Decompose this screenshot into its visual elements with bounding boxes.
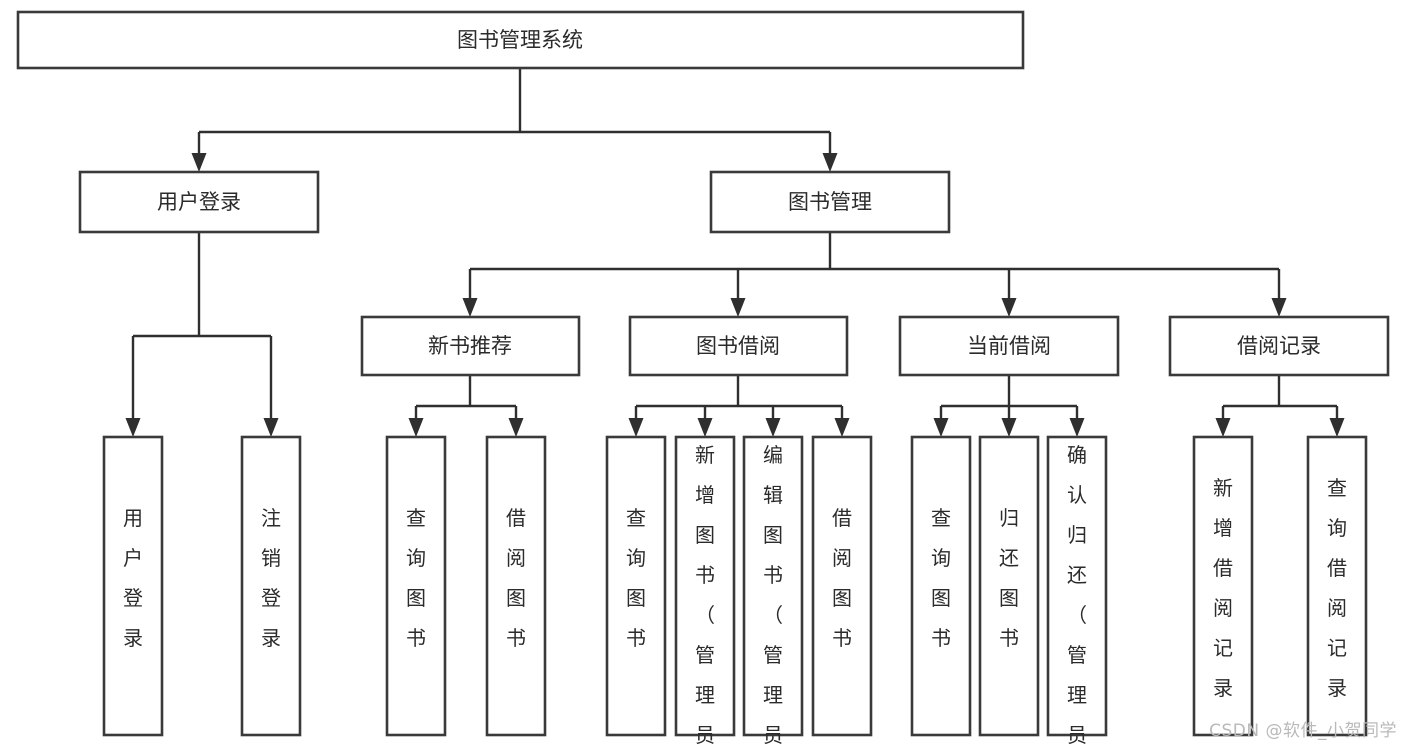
leaf-book-borrow-edit[interactable]: 编辑图书（管理员） [742, 435, 804, 747]
leaf-borrow-record-query[interactable]: 查询借阅记录 [1306, 435, 1368, 737]
leaf-book-borrow-add-label: 新增图书（管理员） [695, 443, 715, 747]
connector-group-user-login [125, 232, 279, 437]
node-current-borrow[interactable]: 当前借阅 [898, 315, 1120, 377]
leaf-current-borrow-confirm[interactable]: 确认归还（管理员） [1046, 435, 1108, 747]
leaf-user-login-logout-label: 注销登录 [261, 506, 281, 650]
node-borrow-record-label: 借阅记录 [1237, 334, 1321, 358]
leaf-borrow-record-add[interactable]: 新增借阅记录 [1192, 435, 1254, 737]
connector-group-book-management [462, 232, 1287, 317]
leaf-book-borrow-edit-label: 编辑图书（管理员） [763, 443, 783, 747]
leaf-new-book-borrow[interactable]: 借阅图书 [485, 435, 547, 737]
connector-group-root [191, 68, 838, 172]
node-user-login[interactable]: 用户登录 [78, 170, 320, 234]
leaf-user-login-login[interactable]: 用户登录 [102, 435, 164, 737]
leaf-current-borrow-return-label: 归还图书 [999, 506, 1019, 650]
node-root-book-management-system[interactable]: 图书管理系统 [16, 10, 1025, 70]
leaf-book-borrow-query-label: 查询图书 [626, 506, 646, 650]
leaf-current-borrow-return[interactable]: 归还图书 [978, 435, 1040, 737]
connector-group-new-book [408, 375, 524, 437]
leaf-new-book-borrow-label: 借阅图书 [506, 506, 526, 650]
leaf-user-login-login-label: 用户登录 [123, 506, 143, 650]
leaf-current-borrow-query[interactable]: 查询图书 [910, 435, 972, 737]
node-borrow-record[interactable]: 借阅记录 [1168, 315, 1390, 377]
connector-group-book-borrow [628, 375, 850, 437]
node-book-management[interactable]: 图书管理 [709, 170, 951, 234]
leaf-new-book-query-label: 查询图书 [406, 506, 426, 650]
node-root-label: 图书管理系统 [457, 28, 583, 52]
leaf-book-borrow-add[interactable]: 新增图书（管理员） [674, 435, 736, 747]
node-book-borrow[interactable]: 图书借阅 [628, 315, 849, 377]
leaf-book-borrow-borrow-label: 借阅图书 [832, 506, 852, 650]
leaf-new-book-query[interactable]: 查询图书 [385, 435, 447, 737]
node-new-book-recommend-label: 新书推荐 [428, 334, 512, 358]
leaf-user-login-logout[interactable]: 注销登录 [240, 435, 302, 737]
node-user-login-label: 用户登录 [157, 190, 241, 214]
leaf-borrow-record-add-label: 新增借阅记录 [1213, 476, 1233, 700]
node-current-borrow-label: 当前借阅 [967, 334, 1051, 358]
leaf-current-borrow-query-label: 查询图书 [931, 506, 951, 650]
connector-group-borrow-record [1215, 375, 1345, 437]
leaf-book-borrow-query[interactable]: 查询图书 [605, 435, 667, 737]
node-book-management-label: 图书管理 [788, 190, 872, 214]
leaf-book-borrow-borrow[interactable]: 借阅图书 [811, 435, 873, 737]
connector-group-current-borrow [933, 375, 1085, 437]
node-book-borrow-label: 图书借阅 [696, 334, 780, 358]
leaf-current-borrow-confirm-label: 确认归还（管理员） [1067, 443, 1087, 747]
leaf-borrow-record-query-label: 查询借阅记录 [1327, 476, 1347, 700]
node-new-book-recommend[interactable]: 新书推荐 [360, 315, 581, 377]
